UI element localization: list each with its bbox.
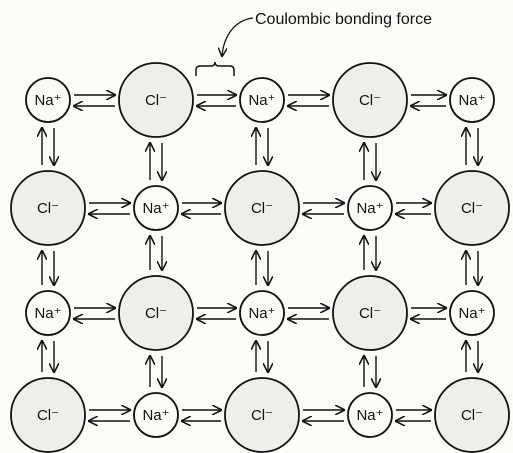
sodium-ion-circle (25, 77, 71, 123)
sodium-ion-label: Na⁺ (458, 305, 485, 322)
sodium-ion: Na⁺ (133, 392, 179, 438)
chloride-ion-circle (10, 377, 86, 453)
chloride-ion: Cl⁻ (434, 170, 510, 246)
chloride-ion-label: Cl⁻ (359, 92, 381, 109)
sodium-ion-label: Na⁺ (34, 92, 61, 109)
sodium-ion-circle (449, 77, 495, 123)
sodium-ion-label: Na⁺ (458, 92, 485, 109)
sodium-ion: Na⁺ (25, 77, 71, 123)
chloride-ion-circle (332, 275, 408, 351)
bond-brace (195, 61, 235, 76)
chloride-ion: Cl⁻ (10, 170, 86, 246)
chloride-ion-label: Cl⁻ (145, 305, 167, 322)
sodium-ion-circle (239, 77, 285, 123)
sodium-ion-label: Na⁺ (142, 407, 169, 424)
sodium-ion: Na⁺ (133, 185, 179, 231)
chloride-ion-label: Cl⁻ (251, 407, 273, 424)
sodium-ion-label: Na⁺ (248, 305, 275, 322)
chloride-ion-label: Cl⁻ (359, 305, 381, 322)
sodium-ion-circle (133, 392, 179, 438)
sodium-ion-circle (25, 290, 71, 336)
chloride-ion: Cl⁻ (118, 62, 194, 138)
chloride-ion: Cl⁻ (434, 377, 510, 453)
sodium-ion: Na⁺ (239, 77, 285, 123)
sodium-ion: Na⁺ (25, 290, 71, 336)
sodium-ion-label: Na⁺ (142, 200, 169, 217)
chloride-ion-label: Cl⁻ (145, 92, 167, 109)
chloride-ion-circle (434, 170, 510, 246)
chloride-ion-circle (118, 62, 194, 138)
chloride-ion-circle (10, 170, 86, 246)
sodium-ion-circle (347, 185, 393, 231)
caption-annotation: Coulombic bonding force (195, 11, 432, 76)
chloride-ion: Cl⁻ (332, 275, 408, 351)
sodium-ion-circle (133, 185, 179, 231)
caption-coulombic-bonding-force: Coulombic bonding force (255, 11, 432, 28)
sodium-ion-circle (449, 290, 495, 336)
chloride-ion: Cl⁻ (224, 377, 300, 453)
sodium-ion: Na⁺ (449, 77, 495, 123)
sodium-ion: Na⁺ (347, 392, 393, 438)
chloride-ion-circle (224, 377, 300, 453)
caption-pointer-arrow (222, 17, 254, 56)
sodium-ion-label: Na⁺ (248, 92, 275, 109)
chloride-ion-label: Cl⁻ (37, 407, 59, 424)
chloride-ion-label: Cl⁻ (37, 200, 59, 217)
sodium-ion-label: Na⁺ (34, 305, 61, 322)
chloride-ion: Cl⁻ (118, 275, 194, 351)
sodium-ion: Na⁺ (347, 185, 393, 231)
sodium-ion-circle (239, 290, 285, 336)
sodium-ion-label: Na⁺ (356, 200, 383, 217)
sodium-ion: Na⁺ (449, 290, 495, 336)
chloride-ion-label: Cl⁻ (251, 200, 273, 217)
chloride-ion-circle (224, 170, 300, 246)
chloride-ion: Cl⁻ (332, 62, 408, 138)
sodium-ion-label: Na⁺ (356, 407, 383, 424)
chloride-ion: Cl⁻ (10, 377, 86, 453)
chloride-ion-circle (332, 62, 408, 138)
bond-arrows (42, 95, 478, 421)
chloride-ion-circle (118, 275, 194, 351)
chloride-ion-label: Cl⁻ (461, 200, 483, 217)
ion-grid: Na⁺ Cl⁻ Na⁺ Cl⁻ Na⁺ Cl⁻ Na⁺ Cl⁻ Na⁺ Cl⁻ Na⁺ Cl⁻ Na⁺ C… (10, 62, 510, 453)
chloride-ion-circle (434, 377, 510, 453)
sodium-ion-circle (347, 392, 393, 438)
chloride-ion-label: Cl⁻ (461, 407, 483, 424)
sodium-ion: Na⁺ (239, 290, 285, 336)
chloride-ion: Cl⁻ (224, 170, 300, 246)
